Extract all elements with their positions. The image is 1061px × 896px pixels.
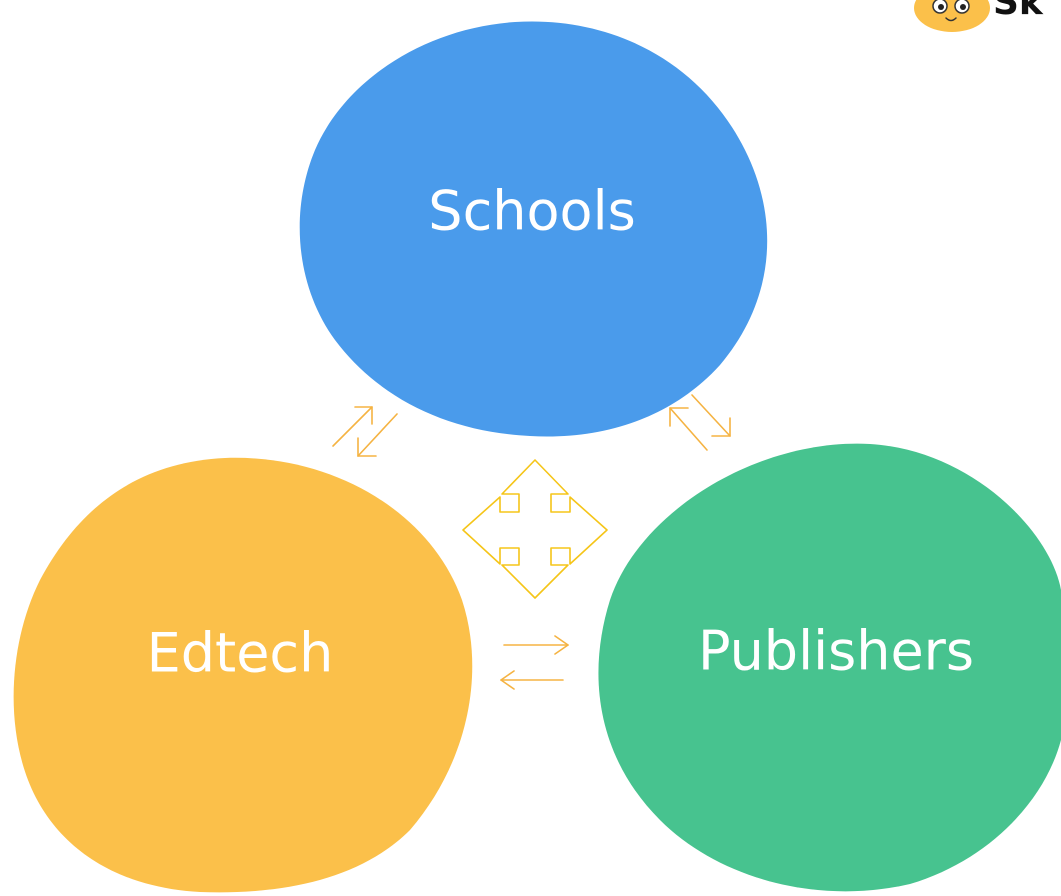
edtech-blob: [13, 457, 473, 893]
node-schools: Schools: [299, 21, 768, 437]
logo-text: Sk: [993, 0, 1044, 23]
node-label-publishers: Publishers: [698, 620, 974, 683]
four-way-arrow-icon: [462, 459, 608, 599]
arrow-down-left-icon: [357, 413, 398, 457]
node-label-edtech: Edtech: [147, 622, 334, 685]
schools-blob: [299, 21, 768, 437]
edge-schools-edtech: [332, 406, 398, 457]
arrow-right-icon: [503, 635, 569, 655]
edge-schools-publishers: [669, 394, 731, 451]
cat-face-icon: [914, 0, 990, 32]
arrow-left-icon: [500, 670, 564, 690]
node-label-schools: Schools: [428, 180, 635, 243]
arrow-down-right-icon: [691, 394, 731, 437]
node-publishers: Publishers: [598, 443, 1061, 892]
node-edtech: Edtech: [13, 457, 473, 893]
logo: Sk: [914, 0, 1044, 32]
publishers-blob: [598, 443, 1061, 892]
arrow-up-right-icon: [332, 406, 373, 447]
edge-edtech-publishers: [500, 635, 569, 690]
arrow-up-left-icon: [669, 407, 708, 451]
